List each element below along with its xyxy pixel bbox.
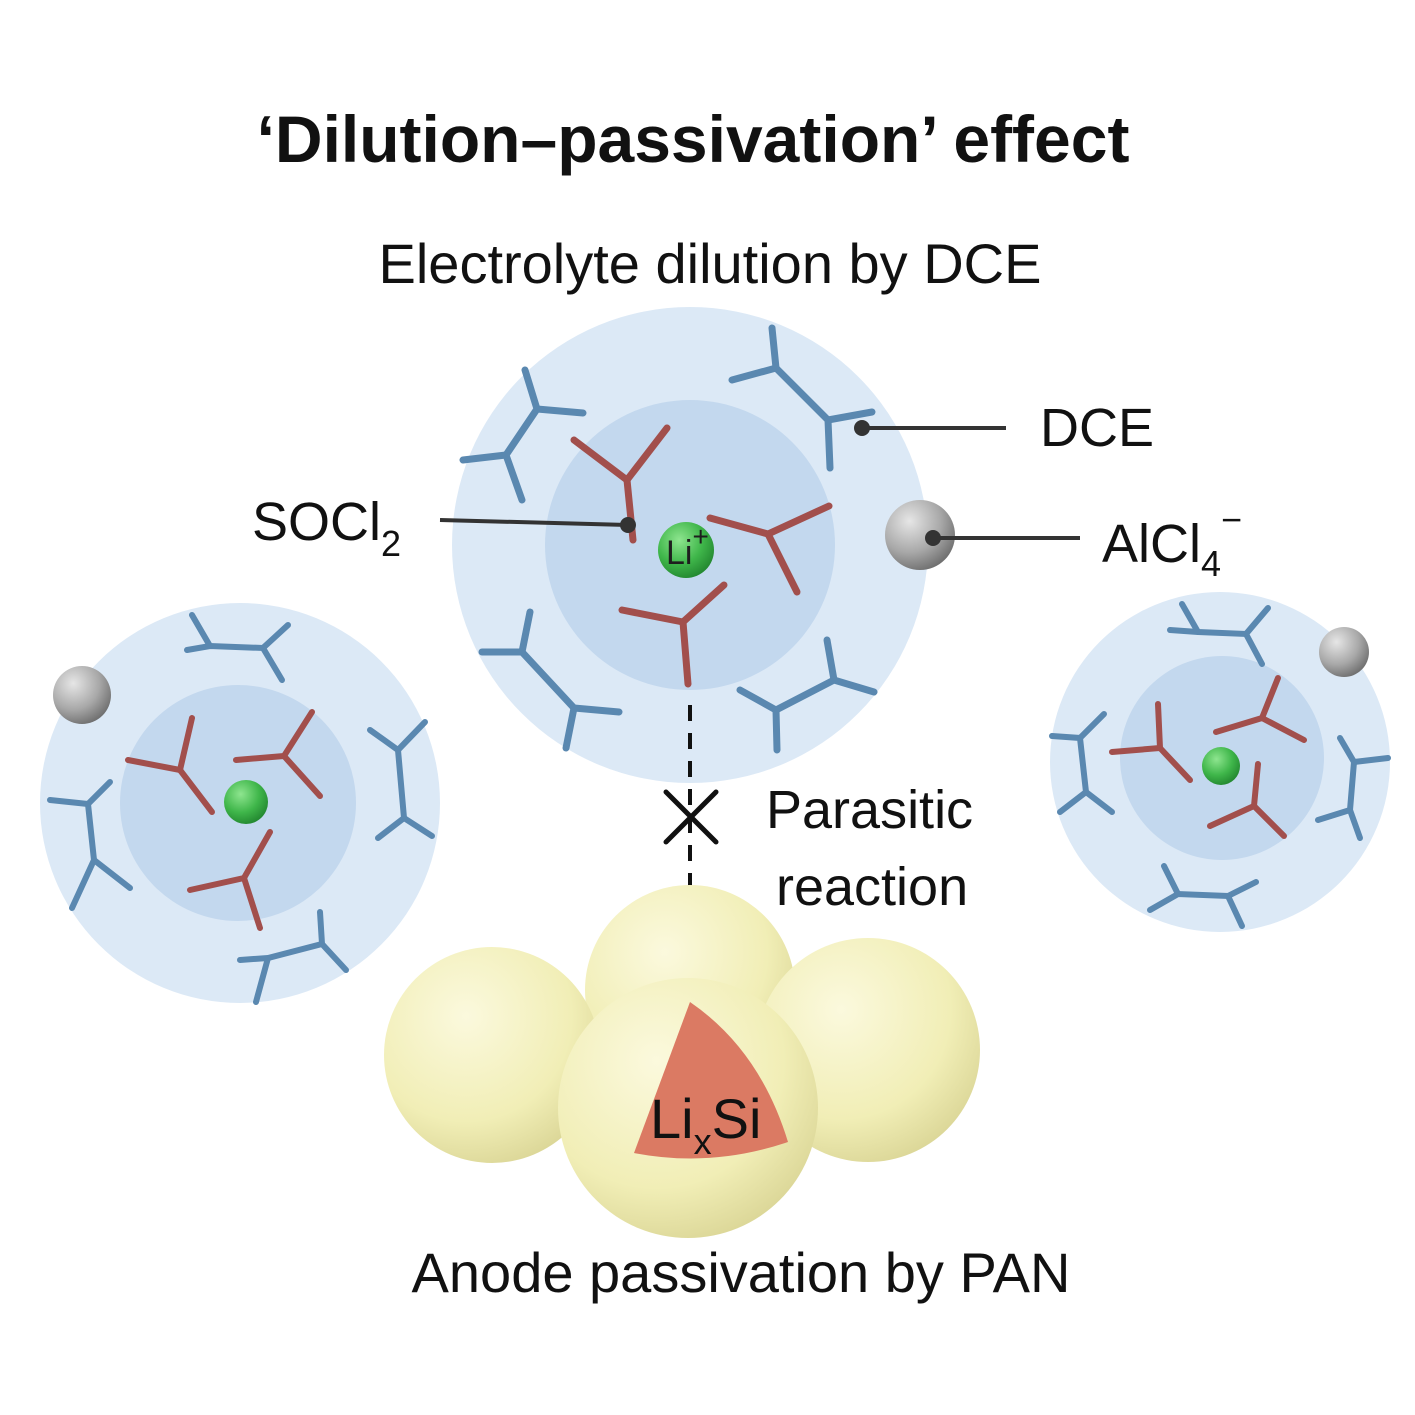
lixsi-label: LixSi	[650, 1087, 761, 1162]
lixsi-core	[634, 1002, 788, 1159]
socl2-leader-line	[439, 518, 629, 527]
dce-molecule-branch	[459, 451, 510, 464]
dce-molecule-branch	[260, 645, 285, 683]
dce-molecule-branch	[768, 324, 780, 372]
dce-molecule	[47, 797, 98, 911]
dce-molecule-branch	[85, 779, 113, 807]
anode-particle-cluster: LixSi	[384, 885, 980, 1238]
lithium-ion-label: Li+	[666, 521, 709, 572]
dce-molecule-branch	[772, 706, 781, 754]
diagram-footer: Anode passivation by PAN	[412, 1241, 1071, 1304]
dce-molecule-branch	[1077, 711, 1107, 741]
socl2-molecule-bond	[281, 753, 323, 799]
dce-molecule	[728, 364, 834, 472]
socl2-label: SOCl2	[252, 492, 401, 564]
dce-leader-dot	[854, 420, 870, 436]
dce-molecule	[1049, 733, 1090, 815]
parasitic-reaction-label-line2: reaction	[776, 857, 968, 917]
lithium-ion	[224, 780, 268, 824]
right-solvation-cluster	[1049, 592, 1391, 932]
dce-molecule	[736, 676, 878, 714]
dce-molecule-branch	[189, 612, 213, 649]
dce-molecule-branch	[317, 909, 325, 947]
dce-molecules	[459, 324, 878, 754]
lithium-ion	[658, 522, 714, 578]
anode-sphere	[384, 947, 600, 1163]
dce-molecule	[237, 940, 349, 973]
socl2-molecule-bond	[1251, 803, 1287, 839]
dce-molecule	[1167, 605, 1271, 638]
alcl4-label: AlCl4−	[1102, 499, 1242, 584]
dce-molecule-branch	[253, 955, 271, 1005]
socl2-molecule-bond	[177, 767, 215, 815]
dce-molecules	[47, 612, 435, 1005]
dce-molecule-branch	[1083, 789, 1115, 815]
aluminate-anion	[885, 500, 955, 570]
alcl4-leader-dot	[925, 530, 941, 546]
dce-molecules	[1049, 601, 1391, 929]
blocked-cross-icon	[663, 789, 719, 845]
lithium-ion	[1202, 747, 1240, 785]
socl2-molecule-bond	[764, 530, 801, 596]
dce-molecule-branch	[562, 704, 578, 752]
diagram-subtitle: Electrolyte dilution by DCE	[379, 232, 1042, 295]
dce-molecule	[1147, 879, 1259, 913]
dce-molecule-branch	[823, 636, 838, 684]
dce-label: DCE	[1040, 398, 1154, 458]
dce-molecule-branch	[1347, 807, 1363, 841]
dce-molecule-branch	[824, 408, 876, 424]
dce-molecule-branch	[518, 608, 534, 656]
aluminate-anion	[53, 666, 111, 724]
dce-molecule	[1315, 735, 1358, 823]
dce-molecule-branch	[1243, 631, 1265, 667]
dce-molecule-branch	[1179, 601, 1201, 635]
dce-molecule-branch	[1351, 755, 1391, 765]
dce-molecule-branch	[1225, 893, 1245, 929]
dce-molecule-branch	[533, 405, 587, 417]
dce-molecule	[184, 622, 291, 653]
leader-lines	[439, 426, 1080, 540]
dce-molecule-branch	[1161, 863, 1181, 897]
socl2-molecules	[570, 424, 833, 688]
parasitic-reaction-label-line1: Parasitic	[766, 780, 973, 840]
dce-molecule-branch	[91, 857, 133, 891]
aluminate-anion	[1319, 627, 1369, 677]
socl2-molecules	[125, 709, 323, 931]
dce-molecule	[478, 648, 623, 716]
left-solvation-cluster	[40, 603, 440, 1005]
dce-molecule-branch	[401, 815, 435, 839]
dce-molecule	[367, 727, 408, 841]
socl2-molecule-bond	[1157, 745, 1193, 783]
center-solvation-cluster: Li+	[452, 307, 928, 783]
socl2-leader-dot	[620, 517, 636, 533]
socl2-molecule-bond	[1259, 715, 1307, 743]
socl2-molecules	[1109, 675, 1307, 839]
dce-molecule	[502, 366, 541, 504]
socl2-molecule-bond	[241, 875, 263, 931]
socl2-molecule-bond	[679, 618, 692, 688]
diagram-title: ‘Dilution–passivation’ effect	[257, 102, 1130, 176]
dce-molecule-branch	[395, 719, 428, 753]
